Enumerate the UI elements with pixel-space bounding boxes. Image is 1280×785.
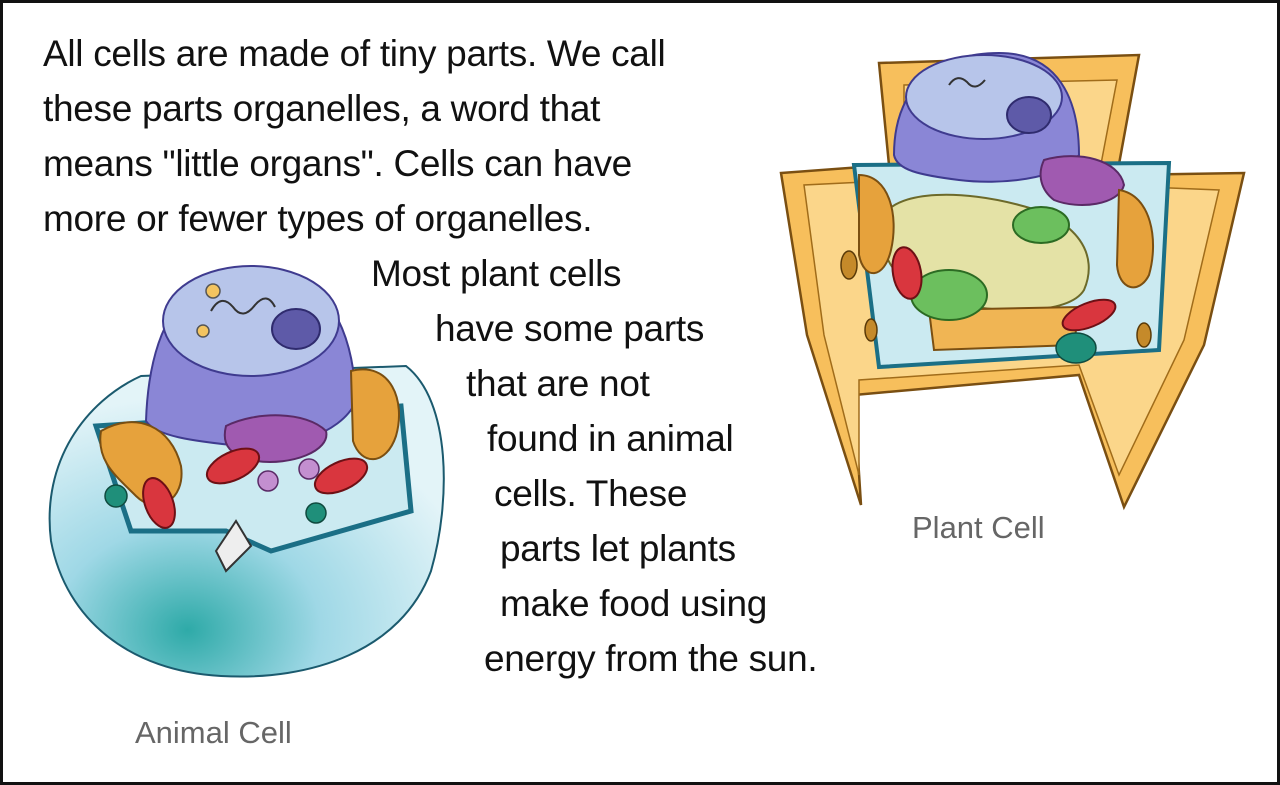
plasmodesma (1136, 322, 1152, 348)
intro-line: means "little organs". Cells can have (43, 143, 632, 184)
rough-er (858, 173, 895, 275)
plant-cell-label: Plant Cell (912, 510, 1045, 545)
nucleolus (1006, 96, 1052, 134)
chloroplast (1012, 206, 1070, 244)
animal-cell-illustration (48, 265, 445, 678)
plant-text-line: parts let plants (500, 528, 736, 569)
golgi-apparatus (1039, 155, 1126, 206)
plasmodesma (864, 318, 878, 342)
mitochondrion (142, 477, 176, 529)
mitochondrion (313, 457, 369, 495)
plant-text-line: make food using (500, 583, 768, 624)
rough-er (1115, 188, 1155, 289)
centriole-small (196, 324, 210, 338)
cytoskeleton (214, 519, 253, 573)
intro-line: these parts organelles, a word that (43, 88, 601, 129)
vesicle (104, 484, 128, 508)
intro-line: All cells are made of tiny parts. We cal… (43, 33, 666, 74)
plasmodesma (840, 250, 858, 280)
plant-text-line: found in animal (487, 418, 734, 459)
plant-text-line: have some parts (435, 308, 705, 349)
rough-er (349, 368, 400, 461)
plant-cell-illustration (779, 51, 1246, 511)
lysosome (298, 458, 320, 480)
animal-cell-label: Animal Cell (135, 715, 292, 750)
plant-text-line: Most plant cells (371, 253, 622, 294)
nucleolus (271, 308, 321, 350)
mitochondrion (891, 246, 923, 300)
dna-strand (210, 297, 276, 315)
plant-text-line: that are not (466, 363, 650, 404)
plant-text-line: cells. These (494, 473, 688, 514)
centriole-small (205, 283, 221, 299)
plant-text-line: energy from the sun. (484, 638, 818, 679)
dna-strand (948, 77, 986, 88)
mitochondrion (205, 447, 261, 485)
lysosome (257, 470, 279, 492)
vesicle (305, 502, 327, 524)
vesicle (1055, 332, 1097, 364)
intro-line: more or fewer types of organelles. (43, 198, 593, 239)
mitochondrion (1061, 298, 1117, 332)
